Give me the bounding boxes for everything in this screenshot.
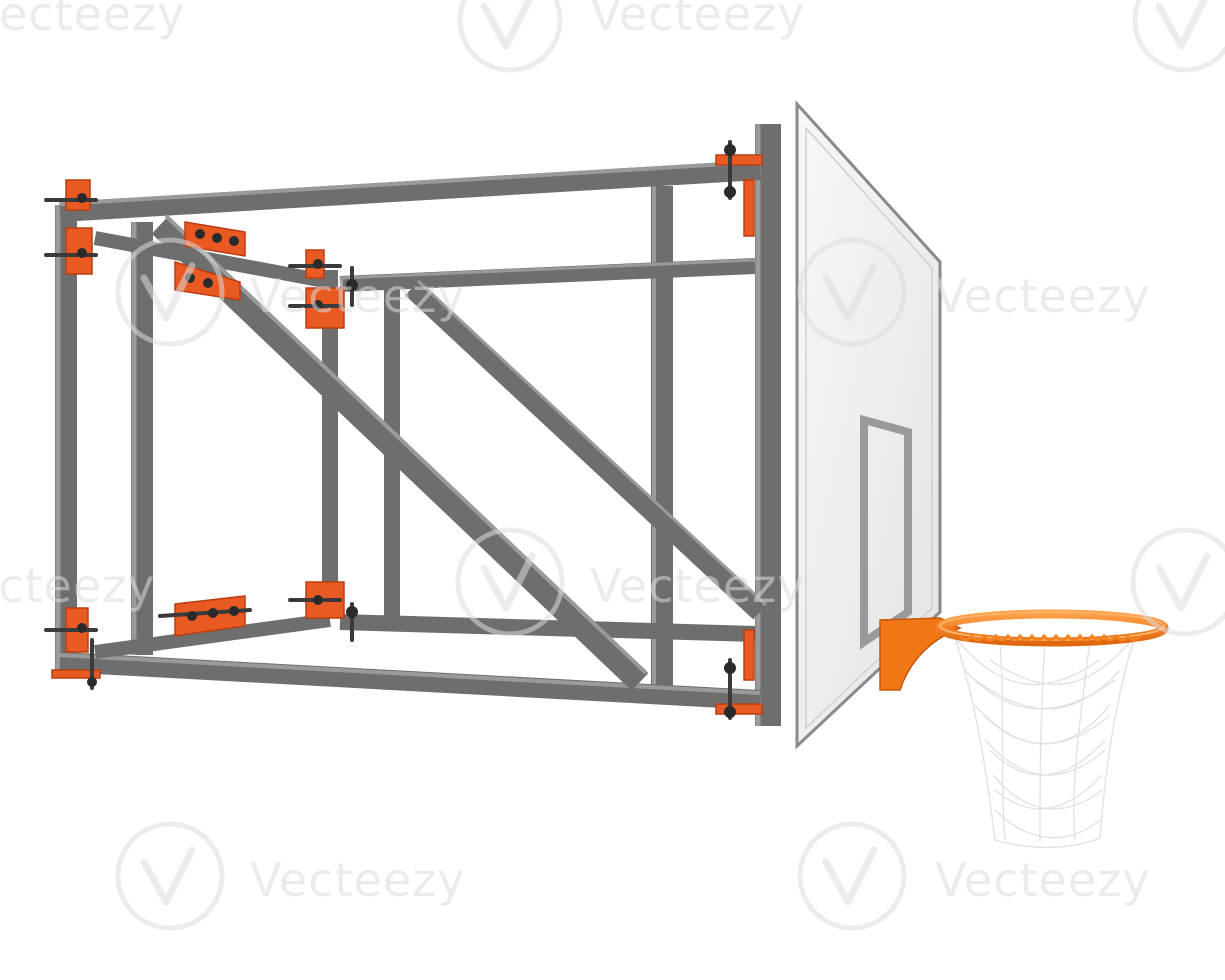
bolt (77, 193, 87, 203)
vecteezy-logo-icon (115, 821, 225, 931)
shooter-square (860, 414, 912, 650)
diagonal-brace-inner (405, 280, 767, 620)
watermark-layer: Vecteezy Vecteezy Vecteezy Vecteezy Vect… (0, 0, 1225, 931)
mounting-plate (51, 669, 101, 679)
watermark-text: Vecteezy (590, 0, 806, 41)
bolt (724, 186, 736, 198)
bolt (77, 623, 87, 633)
bolt (208, 608, 218, 618)
bolt (187, 611, 197, 621)
steel-frame (55, 124, 781, 726)
bolt (346, 279, 358, 291)
hoop-net (954, 635, 1136, 848)
basketball-hoop (879, 609, 1169, 848)
vecteezy-logo-icon (797, 237, 907, 347)
bolt (203, 278, 213, 288)
watermark-text: Vecteezy (935, 269, 1151, 323)
vecteezy-logo-icon (1130, 527, 1225, 637)
bolt (195, 229, 205, 239)
bolt (212, 233, 222, 243)
net-hooks (958, 633, 1142, 642)
watermark-text: Vecteezy (935, 853, 1151, 907)
watermark-text: Vecteezy (0, 0, 186, 41)
diagonal-brace-main (151, 216, 649, 691)
bolt (724, 662, 736, 674)
watermark-text: Vecteezy (250, 269, 466, 323)
mounting-plate (743, 629, 755, 681)
bolt (724, 144, 736, 156)
vecteezy-logo-icon (457, 0, 563, 73)
watermark-text: Vecteezy (250, 853, 466, 907)
bolt (724, 706, 736, 718)
bottom-rail-outer (59, 652, 761, 710)
vecteezy-logo-icon (455, 527, 565, 637)
backboard (795, 100, 942, 750)
top-rail-outer (59, 160, 761, 222)
top-rail-inner (339, 258, 756, 292)
bolt (229, 236, 239, 246)
bolt (313, 300, 323, 310)
bolt (87, 677, 97, 687)
bolt (229, 606, 239, 616)
watermark-text: Vecteezy (590, 559, 806, 613)
rim-bracket (879, 617, 962, 691)
mounting-plate (715, 703, 763, 715)
mounting-plate (743, 179, 755, 237)
vecteezy-logo-icon (1132, 0, 1225, 73)
bolt (313, 595, 323, 605)
watermark-text: Vecteezy (0, 559, 156, 613)
bolt (313, 259, 323, 269)
vecteezy-logo-icon (115, 237, 225, 347)
bolt (77, 248, 87, 258)
bolt (346, 606, 358, 618)
bottom-rail-inner (339, 614, 756, 642)
vecteezy-logo-icon (797, 821, 907, 931)
bottom-rail-diagonal (94, 613, 331, 659)
mounting-plate (715, 154, 763, 166)
